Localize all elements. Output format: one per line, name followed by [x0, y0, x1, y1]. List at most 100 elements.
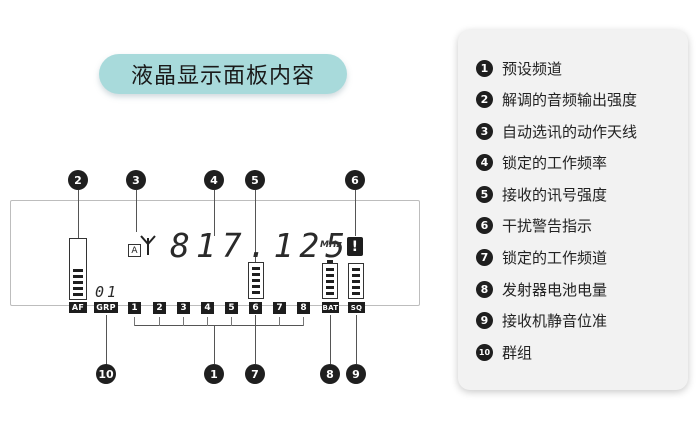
- rf-meter-bar: [252, 273, 260, 276]
- channel-bracket-tick: [303, 317, 304, 326]
- legend-item: 2 解调的音频输出强度: [476, 89, 637, 110]
- af-meter-bar: [73, 269, 83, 272]
- battery-meter-bar: [326, 280, 334, 283]
- callout-badge-5: 5: [245, 170, 265, 190]
- channel-bracket-tick: [231, 317, 232, 326]
- legend-text: 锁定的工作频率: [502, 154, 608, 172]
- battery-meter-bar: [326, 292, 334, 295]
- rf-meter-bar: [252, 279, 260, 282]
- channel-5-indicator: 5: [225, 302, 238, 314]
- channel-4-indicator: 4: [201, 302, 214, 314]
- legend-text: 预设频道: [502, 60, 563, 78]
- legend-item: 3 自动选讯的动作天线: [476, 121, 637, 142]
- callout-line-3: [136, 190, 137, 232]
- channel-bracket-tick: [183, 317, 184, 326]
- rf-meter-bar: [252, 267, 260, 270]
- legend-panel: 1 预设频道 2 解调的音频输出强度 3 自动选讯的动作天线 4 锁定的工作频率…: [458, 30, 688, 390]
- callout-line-8: [330, 315, 331, 364]
- callout-badge-8: 8: [320, 364, 340, 384]
- bat-label: BAT: [322, 302, 339, 313]
- sq-label: SQ: [348, 302, 365, 313]
- legend-text: 解调的音频输出强度: [502, 91, 638, 109]
- af-meter-bar: [73, 287, 83, 290]
- legend-text: 干扰警告指示: [502, 217, 593, 235]
- legend-item: 10 群组: [476, 342, 532, 363]
- callout-badge-7: 7: [245, 364, 265, 384]
- callout-line-4: [214, 190, 215, 236]
- legend-badge: 9: [476, 312, 493, 329]
- legend-item: 7 锁定的工作频道: [476, 247, 607, 268]
- legend-item: 5 接收的讯号强度: [476, 184, 607, 205]
- callout-badge-10: 10: [96, 364, 116, 384]
- channel-6-indicator: 6: [249, 302, 262, 314]
- channel-bracket-tick: [279, 317, 280, 326]
- battery-meter-bar: [326, 268, 334, 271]
- callout-line-2: [78, 190, 79, 238]
- legend-badge: 2: [476, 91, 493, 108]
- callout-badge-6: 6: [345, 170, 365, 190]
- callout-line-5: [255, 190, 256, 262]
- channel-bracket: [134, 325, 304, 326]
- legend-item: 9 接收机静音位准: [476, 310, 607, 331]
- page-title: 液晶显示面板内容: [99, 54, 347, 94]
- legend-item: 6 干扰警告指示: [476, 215, 592, 236]
- channel-8-indicator: 8: [297, 302, 310, 314]
- legend-badge: 6: [476, 217, 493, 234]
- battery-meter-bar: [326, 286, 334, 289]
- squelch-meter-bar: [352, 280, 360, 283]
- legend-text: 锁定的工作频道: [502, 249, 608, 267]
- frequency-unit: MHz: [320, 240, 342, 250]
- legend-text: 发射器电池电量: [502, 281, 608, 299]
- channel-2-indicator: 2: [153, 302, 166, 314]
- callout-line-10: [106, 315, 107, 365]
- squelch-meter: [348, 263, 364, 299]
- rf-meter-bar: [252, 291, 260, 294]
- callout-line-9: [356, 315, 357, 364]
- battery-meter: [322, 263, 338, 299]
- squelch-meter-bar: [352, 274, 360, 277]
- callout-badge-4: 4: [204, 170, 224, 190]
- battery-meter-bar: [326, 274, 334, 277]
- callout-badge-2: 2: [68, 170, 88, 190]
- af-meter-bar: [73, 293, 83, 296]
- channel-bracket-tick: [207, 317, 208, 326]
- grp-label: GRP: [94, 302, 118, 313]
- legend-badge: 4: [476, 154, 493, 171]
- channel-7-indicator: 7: [273, 302, 286, 314]
- callout-line-7: [255, 315, 256, 364]
- channel-3-indicator: 3: [177, 302, 190, 314]
- squelch-meter-bar: [352, 292, 360, 295]
- callout-badge-3: 3: [126, 170, 146, 190]
- callout-line-6: [355, 190, 356, 236]
- legend-badge: 8: [476, 281, 493, 298]
- channel-1-indicator: 1: [128, 302, 141, 314]
- channel-bracket-tick: [159, 317, 160, 326]
- legend-item: 1 预设频道: [476, 58, 562, 79]
- legend-badge: 1: [476, 60, 493, 77]
- squelch-meter-bar: [352, 268, 360, 271]
- callout-line-1: [214, 326, 215, 364]
- legend-text: 自动选讯的动作天线: [502, 123, 638, 141]
- af-meter-bar: [73, 275, 83, 278]
- legend-badge: 10: [476, 344, 493, 361]
- legend-badge: 3: [476, 123, 493, 140]
- af-meter: [69, 238, 87, 300]
- af-label: AF: [69, 302, 87, 313]
- callout-badge-9: 9: [346, 364, 366, 384]
- legend-text: 群组: [502, 344, 533, 362]
- antenna-icon: [140, 235, 156, 255]
- legend-badge: 5: [476, 186, 493, 203]
- channel-bracket-tick: [134, 317, 135, 326]
- frequency-readout: 817.125: [170, 226, 352, 265]
- legend-item: 8 发射器电池电量: [476, 279, 607, 300]
- squelch-meter-bar: [352, 286, 360, 289]
- rf-meter-bar: [252, 285, 260, 288]
- lcd-panel: [10, 200, 420, 306]
- group-readout: 01: [95, 283, 120, 301]
- warning-icon: !: [347, 237, 363, 256]
- antenna-a-indicator: A: [128, 244, 141, 257]
- legend-text: 接收的讯号强度: [502, 186, 608, 204]
- af-meter-bar: [73, 281, 83, 284]
- legend-badge: 7: [476, 249, 493, 266]
- legend-item: 4 锁定的工作频率: [476, 152, 607, 173]
